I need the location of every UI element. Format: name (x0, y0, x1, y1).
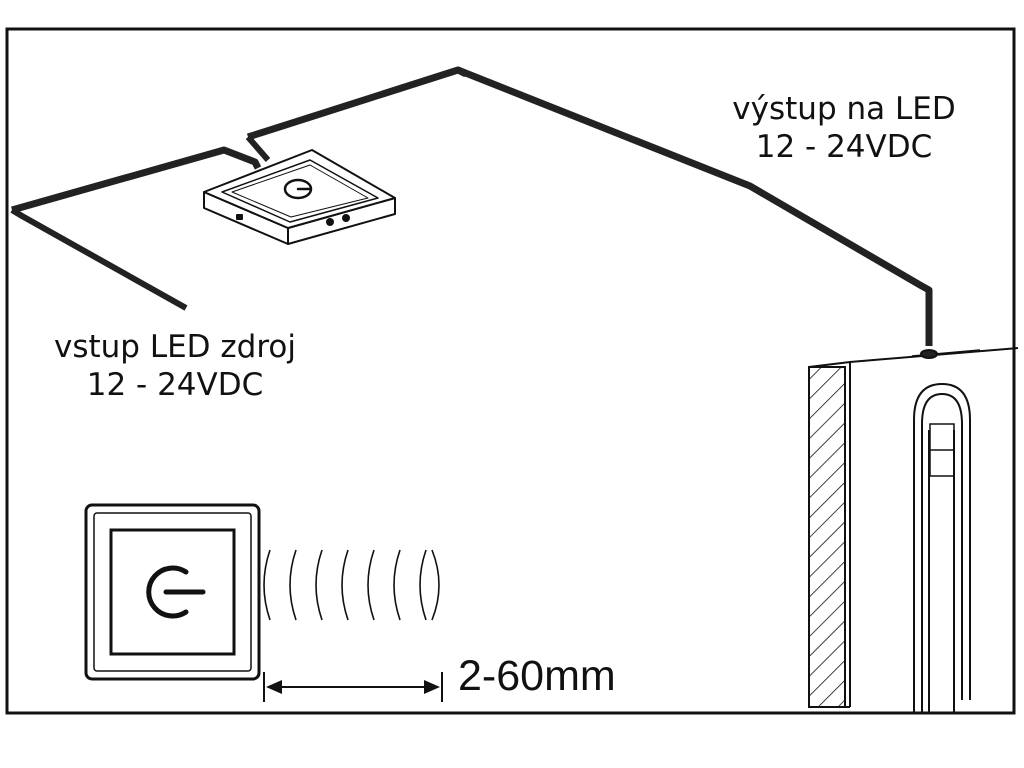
controller-power-icon (283, 178, 313, 200)
input-label: vstup LED zdroj 12 - 24VDC (30, 328, 320, 404)
input-label-line2: 12 - 24VDC (86, 367, 264, 403)
distance-label: 2-60mm (458, 652, 616, 700)
sensor-switch (84, 503, 261, 681)
output-label-line1: výstup na LED (732, 91, 956, 127)
diagram-frame (5, 27, 1016, 715)
cabinet-wall (808, 347, 1019, 708)
output-label-line2: 12 - 24VDC (755, 129, 933, 165)
output-label: výstup na LED 12 - 24VDC (702, 90, 986, 166)
distance-dimension (263, 672, 443, 702)
power-icon (146, 565, 206, 619)
proximity-waves-icon (263, 549, 440, 621)
led-profile (913, 349, 971, 712)
input-label-line1: vstup LED zdroj (53, 329, 296, 365)
output-wire (456, 66, 933, 346)
